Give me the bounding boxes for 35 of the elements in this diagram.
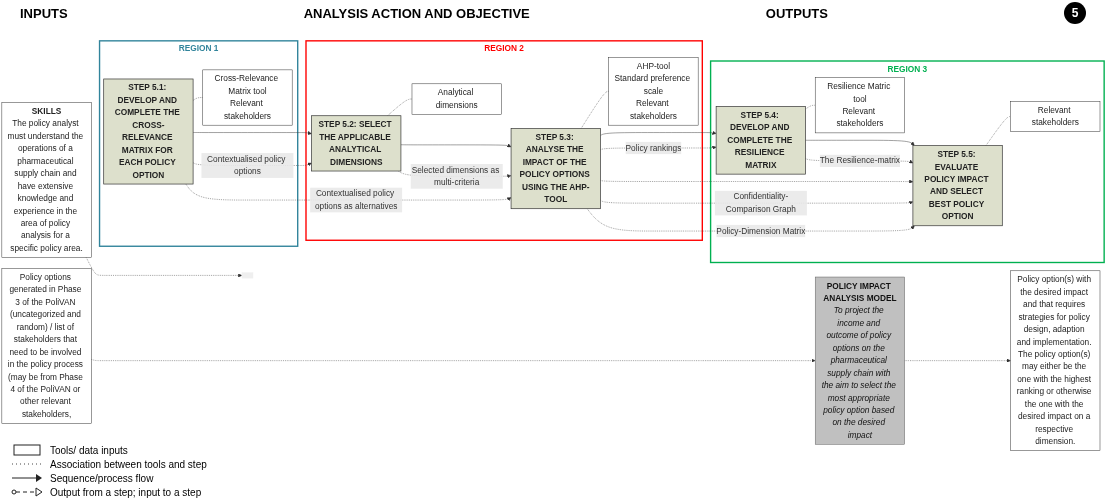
legend-text: Sequence/process flow	[50, 472, 154, 484]
edge-label: Policy-Dimension Matrix	[716, 226, 806, 236]
node-box: Policy option(s) with the desired impact and that requires strategies for policy design, adaption and implementation. The policy option(s) may either be the one with the highest ranking or otherwise the one with the desired impact on a respective dimension.	[1010, 270, 1101, 452]
legend-text: Output from a step; input to a step	[50, 486, 202, 498]
connector	[805, 105, 816, 110]
node-box: STEP 5.4: DEVELOP AND COMPLETE THE RESILIENCE MATRIX	[715, 106, 806, 175]
connector	[192, 97, 203, 101]
edge-label: The Resilience-matrix	[819, 156, 901, 166]
edge-label: Selected dimensions as multi-criteria	[411, 165, 500, 188]
node-box: STEP 5.5: EVALUATE POLICY IMPACT AND SELECT BEST POLICY OPTION	[912, 145, 1003, 227]
node-box: Resilience Matric tool Relevant stakeholders	[815, 77, 905, 134]
node-box: AHP-tool Standard preference scale Relevant stakeholders	[608, 57, 699, 126]
edge-label: Contextualised policy options as alternatives	[314, 189, 398, 211]
edge-label: Confidentiality-Comparison Graph	[725, 192, 796, 215]
legend-text: Tools/ data inputs	[50, 444, 128, 456]
node-box: STEP 5.3: ANALYSE THE IMPACT OF THE POLICY OPTIONS USING THE AHP-TOOL	[510, 128, 601, 210]
node-box	[241, 272, 254, 279]
node-box: Cross-Relevance Matrix tool Relevant stakeholders	[202, 69, 293, 126]
node-box: STEP 5.2: SELECT THE APPLICABLE ANALYTICAL DIMENSIONS	[311, 115, 402, 172]
connector	[580, 91, 609, 130]
section-heading: ANALYSIS ACTION AND OBJECTIVE	[303, 5, 530, 21]
node-box: SKILLS The policy analyst must understand the operations of a pharmaceutical supply chain and have extensive knowledge and experience in the area of policy analysis for a specific policy area.	[1, 102, 92, 258]
inputs-heading: INPUTS	[20, 5, 68, 21]
node-box: Relevant stakeholders	[1010, 101, 1101, 133]
node-box: STEP 5.1: DEVELOP AND COMPLETE THE CROSS-RELEVANCE MATRIX FOR EACH POLICY OPTION	[103, 78, 194, 185]
node-box: Analytical dimensions	[411, 83, 502, 115]
edge-label: Policy rankings	[625, 143, 682, 153]
outputs-heading: OUTPUTS	[765, 5, 828, 21]
step-number-badge: 5	[1064, 2, 1086, 24]
connector	[985, 116, 1011, 147]
node-box: POLICY IMPACT ANALYSIS MODEL To project the income and outcome of policy options on the pharmaceutical supply chain with the aim to select the most appropriate policy option based on the desired impact	[815, 277, 905, 445]
node-box: Policy options generated in Phase 3 of the PoliVAN (uncategorized and random) / list of stakeholders that need to be involved in the policy process (may be from Phase 4 of the PoliVAN or other relevant stakeholders,	[1, 268, 92, 424]
connector	[387, 99, 413, 117]
legend-text: Association between tools and step	[50, 458, 207, 470]
edge-label: Contextualised policy options	[207, 154, 286, 177]
